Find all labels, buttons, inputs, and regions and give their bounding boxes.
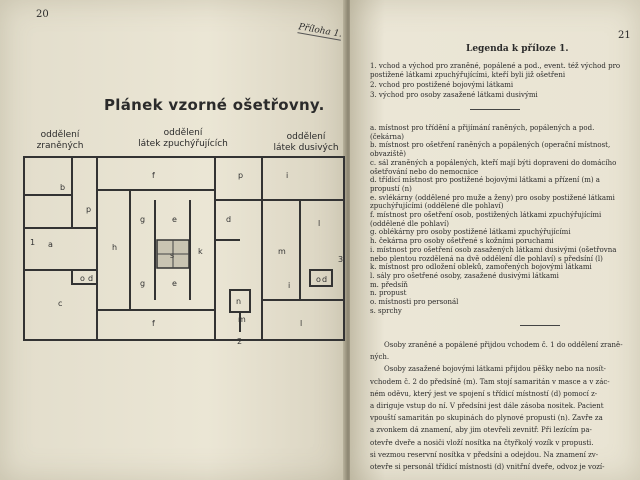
room-e-bottom: e — [172, 279, 177, 288]
entrance-2: 2 — [237, 337, 242, 346]
left-page-number: 20 — [36, 9, 49, 20]
room-legend-item: h. čekárna pro osoby ošetřené s kožními … — [370, 237, 554, 246]
paragraph-line: a diriguje vstup do ní. V předsíni jest … — [370, 402, 604, 410]
floor-plan: b p a 1 o d c f g e h s k g e f d n m 2 … — [23, 156, 345, 346]
room-legend-item: nebo plentou rozdělená na dvě oddělení d… — [370, 254, 603, 263]
room-legend-item: l. sály pro ošetřené osoby, zasažené dus… — [370, 271, 559, 280]
entrance-line: 3. východ pro osoby zasažené látkami dus… — [370, 91, 538, 99]
entrance-line: 2. vchod pro postižené bojovými látkami — [370, 81, 514, 89]
room-m-entrance: m — [238, 315, 246, 324]
paragraph-line: Osoby zraněné a popálené přijdou vchodem… — [384, 341, 623, 349]
plan-title: Plánek vzorné ošetřovny. — [104, 96, 325, 114]
room-legend-item: f. místnost pro ošetření osob, postižený… — [370, 211, 602, 219]
room-e-top: e — [172, 215, 177, 224]
room-legend-item: (čekárna) — [370, 132, 404, 141]
room-legend-item: (oddělené dle pohlaví) — [370, 219, 449, 228]
right-page-number: 21 — [618, 30, 631, 41]
room-n: n — [236, 297, 241, 306]
room-legend-item: propustí (n) — [370, 184, 412, 193]
room-b: b — [60, 183, 65, 192]
right-page — [350, 0, 640, 480]
room-d-right: d — [322, 275, 327, 284]
room-legend-item: e. svlékárny (oddělené pro muže a ženy) … — [370, 193, 615, 202]
plan-outer-wall — [23, 156, 345, 341]
paragraph-line: otevře dveře a nosiči vloží nosítka na č… — [370, 438, 594, 447]
room-g-bottom: g — [140, 279, 145, 288]
room-legend-item: i. místnost pro ošetření osob zasažených… — [370, 245, 617, 254]
divider — [520, 325, 560, 326]
room-h: h — [112, 243, 117, 252]
paragraph-line: ných. — [370, 353, 390, 362]
room-legend-item: s. sprchy — [370, 306, 402, 315]
room-legend-item: n. propust — [370, 289, 407, 298]
legend-title: Legenda k příloze 1. — [466, 44, 569, 54]
entrance-line: postižené látkami zpuchýřujícími, kteří … — [370, 71, 566, 79]
room-l-top: l — [318, 219, 320, 228]
room-legend-item: zpuchýřujícími (oddělené dle pohlaví) — [370, 202, 504, 211]
room-d: d — [226, 215, 231, 224]
room-o-right: o — [316, 275, 321, 284]
paragraph-line: ném oděvu, který jest ve spojení s třídi… — [370, 389, 598, 398]
paragraph-line: vchodem č. 2 do předsíně (m). Tam stojí … — [370, 377, 610, 386]
room-legend-item: d. třídicí místnost pro postižené bojový… — [370, 176, 600, 185]
room-f-top: f — [152, 171, 155, 180]
room-p-left: p — [86, 205, 91, 214]
room-s: s — [170, 251, 174, 260]
room-g-top: g — [140, 215, 145, 224]
room-m: m — [278, 247, 286, 256]
entrance-line: 1. vchod a východ pro zraněné, popálené … — [370, 62, 621, 70]
room-k: k — [198, 247, 203, 256]
room-c: c — [58, 299, 62, 308]
paragraph-line: Osoby zasažené bojovými látkami přijdou … — [384, 365, 606, 374]
room-f-bottom: f — [152, 319, 155, 328]
paragraph-line: si vezmou reservní nosítka v předsíni a … — [370, 450, 599, 459]
paragraph-line: otevře si personál třídicí místnosti (d)… — [370, 463, 605, 471]
room-o-left: o — [80, 274, 85, 283]
room-legend-item: g. oblékárny pro osoby postižené látkami… — [370, 228, 571, 237]
room-d-small: d — [88, 274, 93, 283]
room-legend-item: a. místnost pro třídění a přijímání raně… — [370, 124, 595, 132]
room-l-bottom: l — [300, 319, 302, 328]
room-legend-item: o. místnosti pro personál — [370, 298, 459, 306]
paragraph-line: a zvonkem dá znamení, aby jim otevřeli z… — [370, 426, 592, 435]
room-p-right: p — [238, 171, 243, 180]
room-legend-item: b. místnost pro ošetření raněných a popá… — [370, 141, 611, 150]
room-i-bottom: i — [288, 281, 290, 290]
room-legend-item: ošetřování nebo do nemocnice — [370, 167, 479, 176]
room-i-top: i — [286, 171, 288, 180]
room-legend-item: k. místnost pro odložení obleků, zamořen… — [370, 263, 592, 272]
room-legend-item: c. sál zraněných a popálených, kteří maj… — [370, 158, 617, 167]
entrance-1: 1 — [30, 238, 35, 247]
exit-3: 3 — [338, 255, 343, 264]
book-gutter — [343, 0, 353, 480]
divider — [470, 109, 520, 110]
room-legend-item: m. předsíň — [370, 280, 408, 289]
room-legend-item: obvaziště) — [370, 150, 407, 159]
room-a: a — [48, 240, 53, 249]
paragraph-line: vpouští samaritán po skupinách do plynov… — [370, 414, 603, 423]
